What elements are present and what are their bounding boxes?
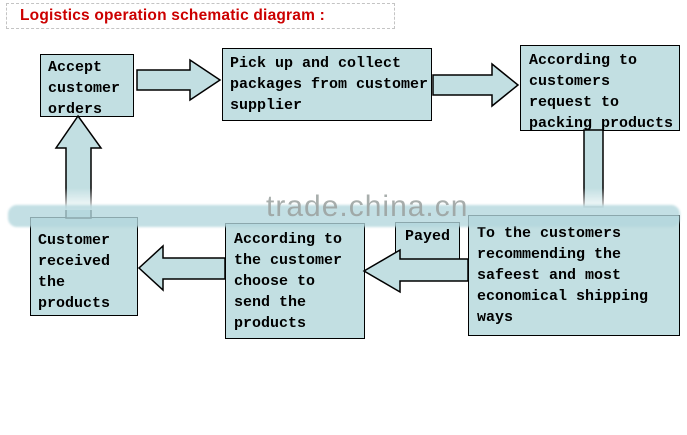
node-label: According to customers request to packin… xyxy=(529,52,674,132)
flow-node-packing-products: According to customers request to packin… xyxy=(520,45,680,132)
watermark-text: trade.china.cn xyxy=(266,190,469,223)
node-label: According to the customer choose to send… xyxy=(234,231,343,332)
flow-node-recommend-shipping: To the customers recommending the safees… xyxy=(468,215,680,336)
watermark-fade xyxy=(0,188,687,210)
flow-node-customer-received: Customer received the products xyxy=(30,217,138,316)
diagram-title-box: Logistics operation schematic diagram : xyxy=(6,3,395,29)
node-label: Pick up and collect packages from custom… xyxy=(230,55,429,114)
flow-node-payed: Payed xyxy=(395,222,460,260)
page-title: Logistics operation schematic diagram : xyxy=(20,7,325,24)
flow-node-accept-orders: Accept customer orders xyxy=(40,54,134,118)
arrow-right-pickup-to-packing-icon xyxy=(432,62,520,108)
node-label: Accept customer orders xyxy=(48,59,121,118)
watermark-band xyxy=(8,205,680,227)
flow-node-pickup-packages: Pick up and collect packages from custom… xyxy=(222,48,432,121)
arrow-left-recommend-to-choose-icon xyxy=(362,248,469,294)
arrow-right-accept-to-pickup-icon xyxy=(136,58,222,102)
node-label: Customer received the products xyxy=(38,232,111,312)
node-label: Payed xyxy=(405,228,451,245)
node-label: To the customers recommending the safees… xyxy=(477,225,649,326)
arrow-left-choose-to-received-icon xyxy=(137,244,226,292)
